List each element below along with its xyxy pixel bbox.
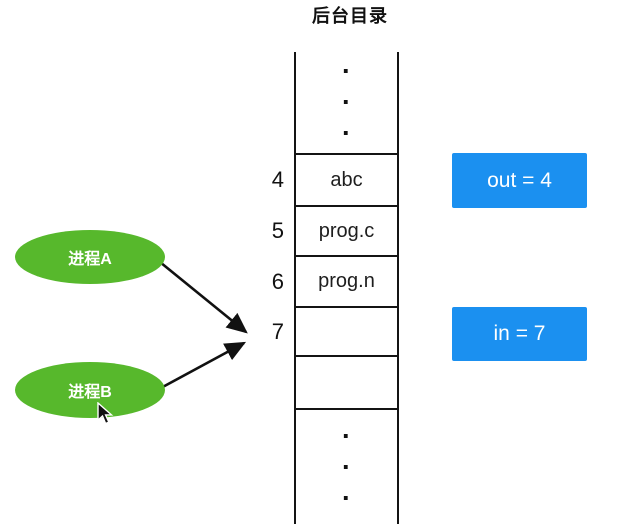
row-index-label: 5 bbox=[271, 218, 284, 243]
row-index-label: 6 bbox=[271, 268, 284, 294]
bottom-ellipsis: · · · bbox=[296, 410, 397, 524]
ellipsis-dot: · bbox=[342, 118, 351, 148]
row-index-label: 7 bbox=[271, 318, 284, 344]
table-row-6: 6 prog.n bbox=[272, 257, 397, 308]
table-row-4: 4 abc bbox=[272, 155, 397, 207]
arrow-process-a-to-slot7 bbox=[154, 256, 248, 334]
ellipsis-dot: · bbox=[342, 451, 351, 482]
row-index-label: 4 bbox=[271, 167, 284, 192]
ellipsis-dot: · bbox=[342, 420, 351, 451]
table-row-5: 5 prog.c bbox=[272, 207, 397, 257]
row-value: prog.c bbox=[318, 219, 375, 242]
ellipsis-dot: · bbox=[342, 56, 351, 86]
top-ellipsis: · · · bbox=[296, 52, 397, 155]
arrow-process-b-to-slot7 bbox=[158, 341, 247, 391]
row-value: abc bbox=[330, 168, 363, 191]
ellipsis-dot: · bbox=[342, 87, 351, 117]
diagram-title: 后台目录 bbox=[312, 6, 388, 26]
table-row-7: 7 bbox=[272, 308, 397, 357]
table-row-empty bbox=[296, 357, 397, 410]
out-pointer-badge: out = 4 bbox=[452, 153, 587, 208]
row-value: prog.n bbox=[318, 270, 375, 292]
process-a-ellipse: 进程A bbox=[15, 230, 165, 284]
spool-directory-table: · · · 4 abc 5 prog.c 6 prog.n 7 · · · bbox=[272, 52, 399, 524]
in-pointer-badge: in = 7 bbox=[452, 307, 587, 361]
process-b-ellipse: 进程B bbox=[15, 362, 165, 418]
ellipsis-dot: · bbox=[342, 482, 351, 513]
